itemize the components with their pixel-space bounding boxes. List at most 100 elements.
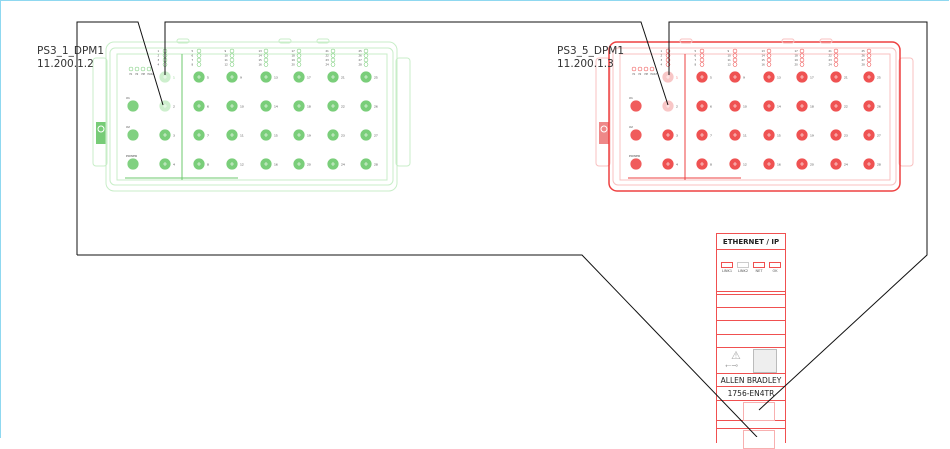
port-led	[766, 53, 772, 58]
port-pin-icon	[364, 162, 368, 166]
port-led-label: 17	[795, 49, 799, 53]
port-led-label: 21	[326, 49, 330, 53]
port-led-label: 21	[829, 49, 833, 53]
port-number: 15	[274, 134, 278, 138]
mounting-ear	[395, 57, 411, 167]
port-pin-icon	[297, 104, 301, 108]
module-panel	[116, 53, 388, 181]
divider	[717, 321, 785, 335]
housing-tab	[278, 38, 292, 44]
port-led-label: 2	[158, 54, 160, 58]
port-number: 10	[743, 105, 747, 109]
port-led	[363, 53, 369, 58]
m12-port-power[interactable]	[126, 157, 140, 171]
divider	[717, 421, 785, 429]
status-led	[631, 66, 637, 72]
connection-line-3[interactable]	[668, 21, 928, 411]
port-number: 15	[777, 134, 781, 138]
port-led-label: 24	[326, 63, 330, 67]
port-led-label: 22	[829, 54, 833, 58]
port-led	[296, 48, 302, 54]
ethernet-adapter-module[interactable]: ETHERNET / IP LINK1 LINK2 NET OK ⚠ ⭠⊸ AL…	[716, 233, 786, 449]
port-pin-icon	[867, 133, 871, 137]
status-led	[643, 66, 649, 72]
port-led	[799, 53, 805, 58]
status-led-label: P1	[633, 73, 636, 76]
ground-terminal	[599, 122, 609, 144]
port-label: POWER	[126, 154, 137, 158]
port-led-label: 3	[661, 58, 663, 62]
port-pin-icon	[197, 133, 201, 137]
port-pin-icon	[733, 133, 737, 137]
port-led	[296, 53, 302, 58]
port-number: 21	[341, 76, 345, 80]
status-led	[140, 66, 146, 72]
mounting-ear	[898, 57, 914, 167]
port-led	[732, 48, 738, 54]
port-led	[799, 57, 805, 63]
port-led-label: 23	[829, 58, 833, 62]
port-led	[263, 48, 269, 54]
ethernet-port-1[interactable]	[717, 401, 785, 421]
port-pin-icon	[264, 133, 268, 137]
port-pin-icon	[230, 162, 234, 166]
connection-line-2[interactable]	[164, 21, 669, 106]
usb-port[interactable]	[753, 349, 777, 373]
port-led	[732, 62, 738, 67]
ground-terminal	[96, 122, 106, 144]
status-led	[649, 66, 655, 72]
port-led-label: 28	[862, 63, 866, 67]
divider	[717, 292, 785, 295]
port-led	[699, 53, 705, 58]
port-pin-icon	[297, 162, 301, 166]
port-led	[665, 62, 671, 67]
port-number: 3	[676, 134, 678, 138]
port-led	[363, 48, 369, 54]
connection-line-4[interactable]	[77, 254, 758, 437]
status-led-label: P2	[136, 73, 139, 76]
port-number: 12	[240, 163, 244, 167]
port-pin-icon	[700, 75, 704, 79]
port-number: 28	[877, 163, 881, 167]
port-led-label: 1	[158, 49, 160, 53]
port-led-label: 14	[762, 54, 766, 58]
port-pin-icon	[767, 133, 771, 137]
ground-icon	[97, 125, 105, 133]
port-led	[866, 62, 872, 67]
device-label-2: PS3_5_DPM1 11.200.1.3	[557, 45, 624, 71]
m12-port-x1[interactable]	[629, 99, 643, 113]
port-label: X2	[126, 125, 130, 129]
m12-port-x1[interactable]	[126, 99, 140, 113]
port-pin-icon	[867, 162, 871, 166]
adapter-brand: ALLEN BRADLEY	[717, 374, 785, 387]
usb-icon: ⭠⊸	[725, 361, 739, 370]
m12-port-x2[interactable]	[126, 128, 140, 142]
port-led-label: 10	[728, 54, 732, 58]
port-pin-icon	[867, 75, 871, 79]
m12-port-power[interactable]	[629, 157, 643, 171]
port-led-label: 7	[192, 58, 194, 62]
port-pin-icon	[163, 133, 167, 137]
connection-line-1[interactable]	[76, 21, 164, 255]
port-led-label: 17	[292, 49, 296, 53]
port-led	[699, 57, 705, 63]
warning-icon: ⚠	[731, 349, 741, 362]
port-label: POWER	[629, 154, 640, 158]
port-number: 23	[844, 134, 848, 138]
port-number: 16	[274, 163, 278, 167]
port-number: 19	[810, 134, 814, 138]
port-pin-icon	[264, 162, 268, 166]
port-number: 14	[777, 105, 781, 109]
port-led-label: 20	[292, 63, 296, 67]
status-led-label: FAULT	[148, 73, 155, 76]
port-pin-icon	[800, 133, 804, 137]
housing-tab	[176, 38, 190, 44]
port-led	[196, 57, 202, 63]
port-number: 26	[374, 105, 378, 109]
m12-port-x2[interactable]	[629, 128, 643, 142]
port-number: 7	[207, 134, 209, 138]
port-led-label: 16	[259, 63, 263, 67]
port-led	[665, 57, 671, 63]
